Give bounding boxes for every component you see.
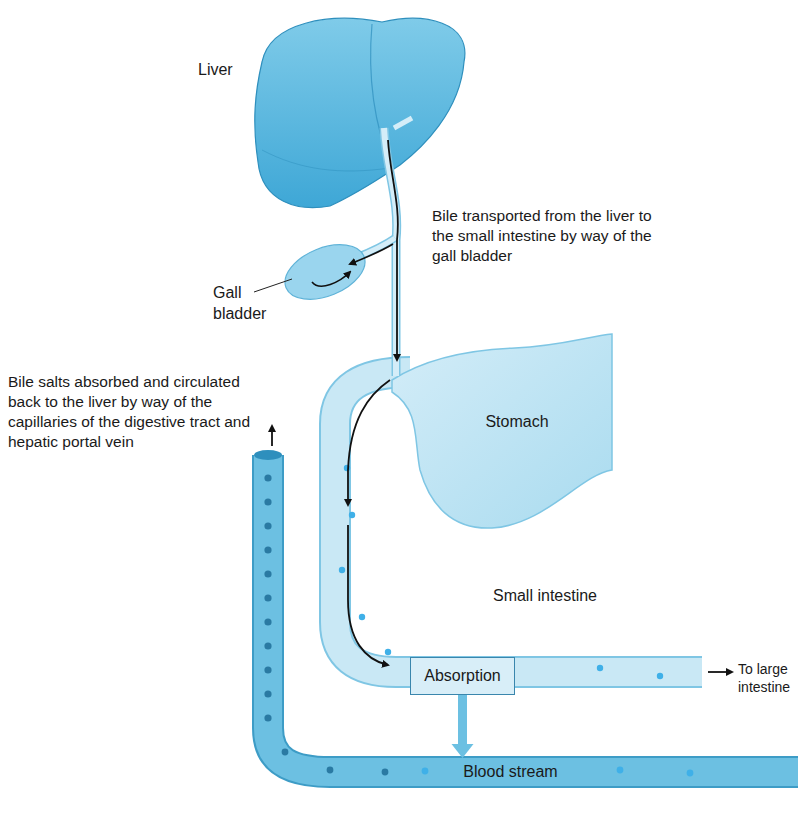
- node-text: Blood stream: [463, 763, 557, 781]
- blood-stream-band: Blood stream: [453, 758, 568, 786]
- flow-arrow: [452, 695, 474, 758]
- node-text: Absorption: [424, 667, 501, 685]
- organ-label: Small intestine: [470, 586, 620, 607]
- caption-note: Bile salts absorbed and circulated back …: [8, 372, 270, 453]
- gall-bladder-shape: [277, 234, 373, 310]
- absorption-box: Absorption: [410, 657, 515, 695]
- organ-label: Gall bladder: [213, 283, 285, 325]
- caption-note: Bile transported from the liver to the s…: [432, 206, 660, 266]
- stomach-shape: [392, 334, 612, 528]
- organ-label: Liver: [198, 60, 258, 81]
- destination-label: To large intestine: [738, 660, 798, 696]
- organ-label: Stomach: [462, 412, 572, 433]
- liver-shape: [255, 18, 465, 207]
